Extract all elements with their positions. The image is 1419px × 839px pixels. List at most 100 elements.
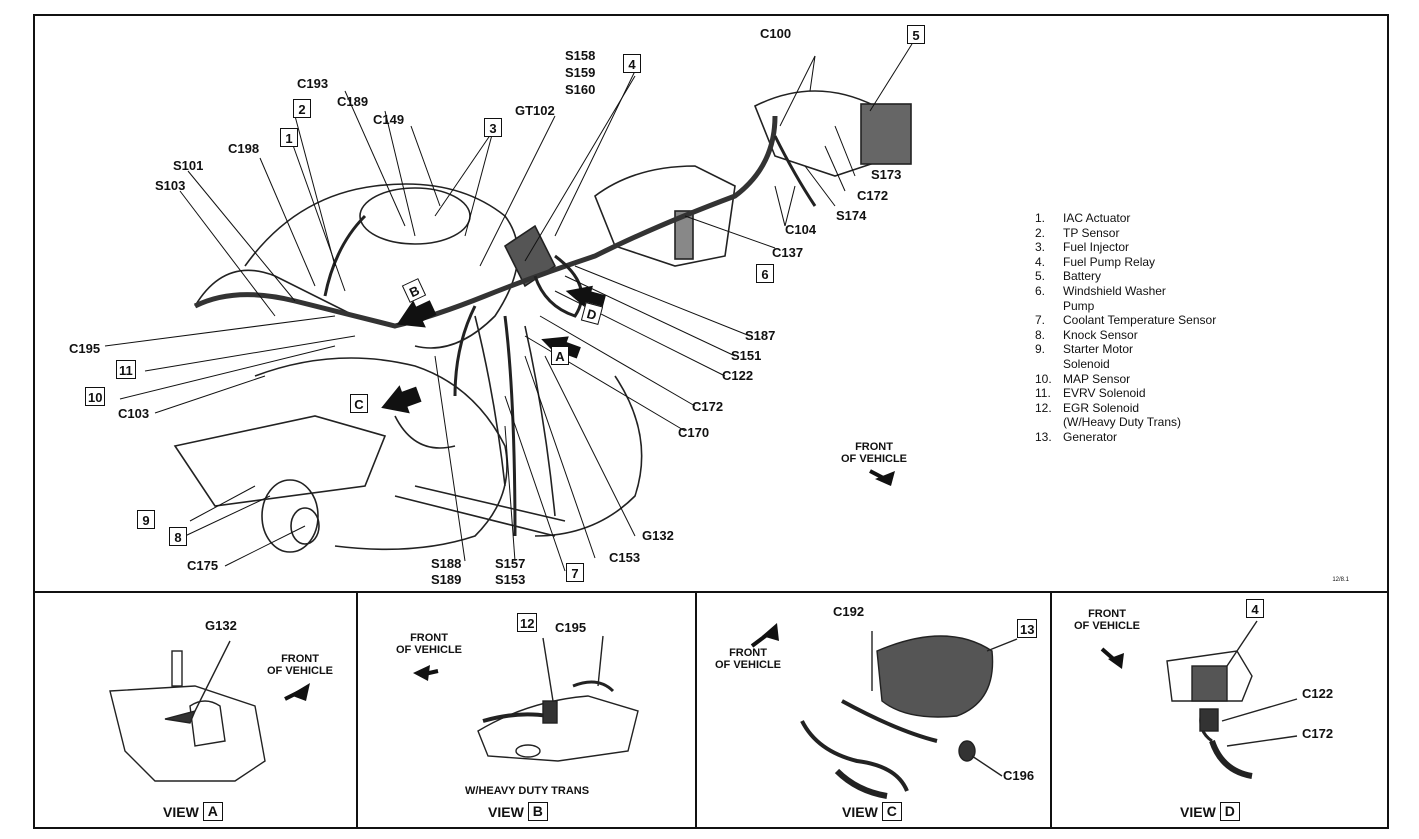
callout-s174: S174 xyxy=(836,208,867,223)
legend-text: (W/Heavy Duty Trans) xyxy=(1063,415,1182,430)
legend-row: 9. Starter Motor xyxy=(1035,342,1216,357)
view-b-illustration xyxy=(413,635,639,762)
view-d-callout-c122: C122 xyxy=(1302,686,1334,701)
num-box-6: 6 xyxy=(756,264,774,283)
callout-c137: C137 xyxy=(772,245,804,260)
num-box-2: 2 xyxy=(293,99,311,118)
legend-text: Starter Motor xyxy=(1063,342,1134,357)
callout-c172-mid: C172 xyxy=(692,399,724,414)
legend-number: 11. xyxy=(1035,386,1051,401)
legend-number: 13. xyxy=(1035,429,1052,444)
view-d-callout-c172: C172 xyxy=(1302,726,1334,741)
callout-s157: S157 xyxy=(495,556,526,571)
callout-c198: C198 xyxy=(228,141,260,156)
callout-s188: S188 xyxy=(431,556,462,571)
legend-number xyxy=(1035,299,1063,314)
callout-c149: C149 xyxy=(373,112,405,127)
legend-text: Fuel Injector xyxy=(1063,240,1130,255)
view-b-letter: B xyxy=(527,802,548,821)
legend-number xyxy=(1035,357,1063,372)
num-box-1: 1 xyxy=(280,128,298,147)
legend-text: MAP Sensor xyxy=(1063,371,1131,386)
view-b-callout-c195: C195 xyxy=(555,620,587,635)
callout-s160: S160 xyxy=(565,82,596,97)
legend-row: Solenoid xyxy=(1035,357,1216,372)
legend-row: 11. EVRV Solenoid xyxy=(1035,386,1216,401)
num-box-9: 9 xyxy=(137,510,155,529)
callout-c100: C100 xyxy=(760,26,792,41)
legend-text: EGR Solenoid xyxy=(1063,400,1140,415)
engine-illustration xyxy=(104,43,913,572)
legend-number: 1. xyxy=(1035,211,1046,225)
view-c-callout-c192: C192 xyxy=(833,604,865,619)
legend-text: Battery xyxy=(1063,269,1102,284)
legend-number: 5. xyxy=(1035,269,1046,284)
view-arrow-a: A xyxy=(551,346,569,365)
view-a-illustration xyxy=(109,640,310,782)
num-box-10: 10 xyxy=(85,387,106,406)
num-box-8: 8 xyxy=(169,527,187,546)
callout-c170: C170 xyxy=(678,425,710,440)
legend-text: IAC Actuator xyxy=(1063,211,1131,225)
legend-row: 3. Fuel Injector xyxy=(1035,240,1216,255)
legend-row: 1. IAC Actuator xyxy=(1035,211,1216,226)
legend-text: Knock Sensor xyxy=(1063,327,1138,342)
view-b-note: W/HEAVY DUTY TRANS xyxy=(465,785,590,797)
diagram-frame: C100 C193 C189 C149 C198 S101 S103 S158 … xyxy=(33,14,1389,829)
legend-row: 7. Coolant Temperature Sensor xyxy=(1035,313,1216,328)
num-box-11: 11 xyxy=(116,360,136,379)
legend-row: 4.Fuel Pump Relay xyxy=(1035,255,1216,270)
view-arrow-c: C xyxy=(350,394,368,413)
view-a-callout-g132: G132 xyxy=(205,618,237,633)
num-box-7: 7 xyxy=(566,563,584,582)
legend-row: (W/Heavy Duty Trans) xyxy=(1035,415,1216,430)
callout-s158: S158 xyxy=(565,48,596,63)
callout-s173: S173 xyxy=(871,167,902,182)
callout-c153: C153 xyxy=(609,550,641,565)
num-box-3: 3 xyxy=(484,118,502,137)
legend-row: 5. Battery xyxy=(1035,269,1216,284)
legend-text: Coolant Temperature Sensor xyxy=(1063,313,1217,328)
view-c-callout-c196: C196 xyxy=(1003,768,1035,783)
callout-s187: S187 xyxy=(745,328,776,343)
view-d-num-box-4: 4 xyxy=(1246,599,1264,618)
callout-gt102: GT102 xyxy=(515,103,555,118)
legend-text: TP Sensor xyxy=(1063,225,1120,240)
view-c-letter: C xyxy=(881,802,902,821)
view-b-num-box-12: 12 xyxy=(517,613,538,632)
callout-c172-top: C172 xyxy=(857,188,889,203)
legend-number: 10. xyxy=(1035,371,1052,386)
callout-c175: C175 xyxy=(187,558,219,573)
callout-c104: C104 xyxy=(785,222,817,237)
legend-text: EVRV Solenoid xyxy=(1063,386,1146,401)
view-a-letter: A xyxy=(202,802,223,821)
legend-number: 9. xyxy=(1035,342,1046,357)
legend-number: 7. xyxy=(1035,313,1046,328)
legend-number: 2. xyxy=(1035,225,1046,240)
legend-number: 8. xyxy=(1035,327,1046,342)
legend-number: 6. xyxy=(1035,283,1046,298)
legend-text: Windshield Washer xyxy=(1063,283,1166,298)
callout-c122: C122 xyxy=(722,368,754,383)
callout-s153: S153 xyxy=(495,572,526,587)
legend-number: 3. xyxy=(1035,240,1046,255)
num-box-5: 5 xyxy=(907,25,925,44)
callout-s159: S159 xyxy=(565,65,596,80)
figure-id: 12/8.1 xyxy=(1332,577,1349,583)
legend-row: 10. MAP Sensor xyxy=(1035,372,1216,387)
legend-row: 6. Windshield Washer xyxy=(1035,284,1216,299)
view-d-illustration xyxy=(1100,620,1298,779)
view-d-letter: D xyxy=(1219,802,1240,821)
num-box-4: 4 xyxy=(623,54,641,73)
callout-s101: S101 xyxy=(173,158,204,173)
legend-row: 12.EGR Solenoid xyxy=(1035,401,1216,416)
